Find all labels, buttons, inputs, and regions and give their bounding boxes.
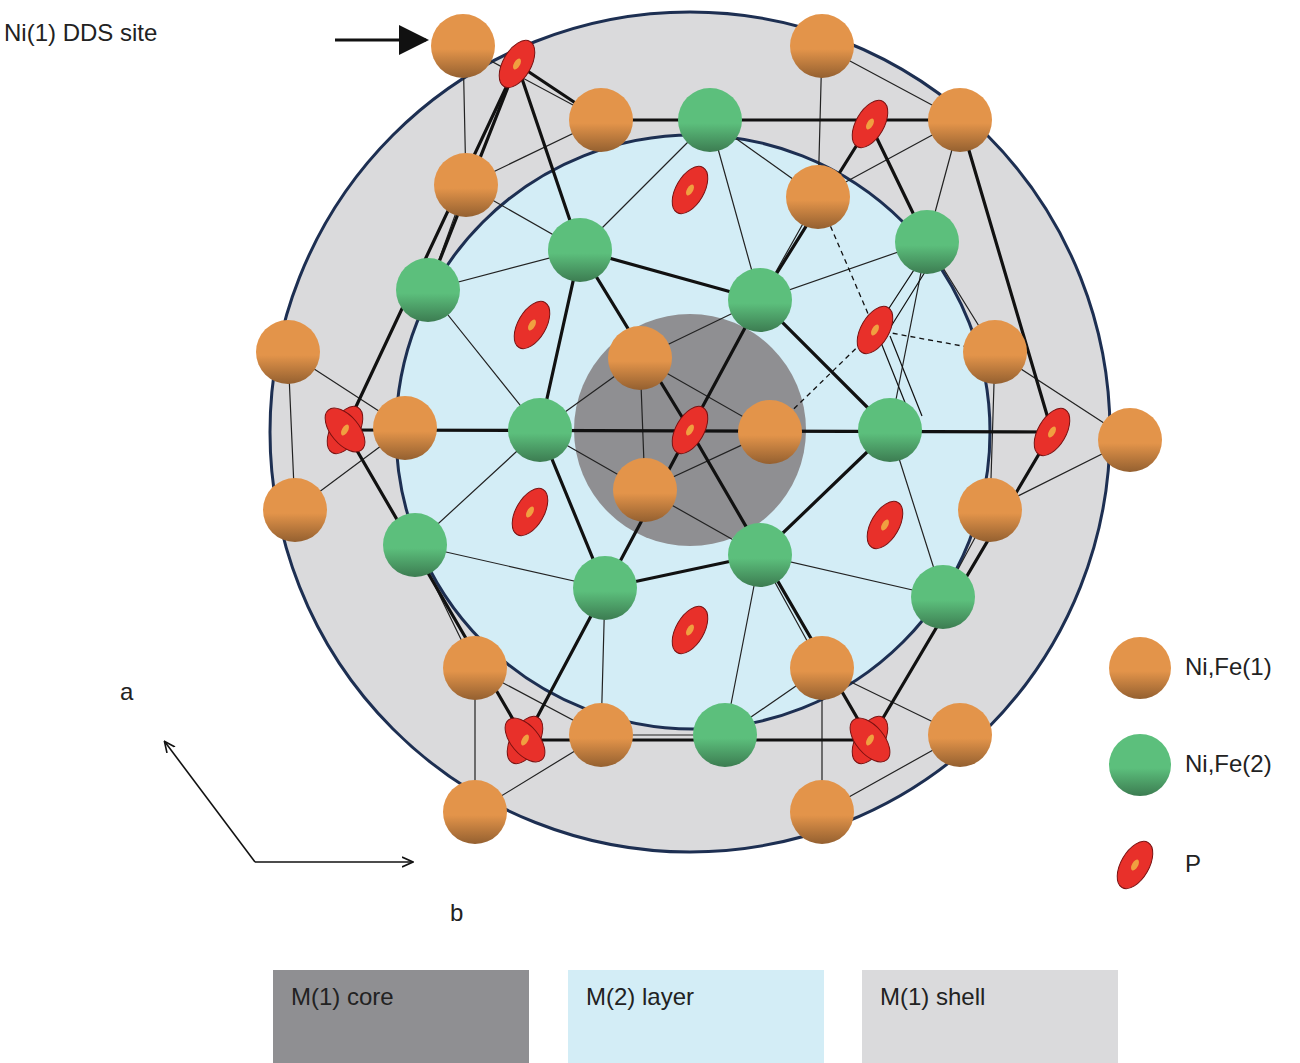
legend-swatch: [1110, 835, 1160, 894]
p-atom: [498, 710, 553, 769]
ni-fe-1-atom: [928, 88, 992, 152]
ni-fe-1-atom: [431, 14, 495, 78]
pointer-label: Ni(1) DDS site: [4, 20, 157, 46]
legend-text: Ni,Fe(1): [1185, 654, 1272, 680]
legend-text: M(1) shell: [880, 984, 1136, 1010]
legend-swatch: M(1) core: [273, 970, 529, 1063]
p-atom: [1027, 402, 1077, 461]
p-atom: [665, 400, 715, 459]
ni-fe-1-atom: [1098, 408, 1162, 472]
ni-fe-1-atom: [608, 326, 672, 390]
p-atom: [850, 300, 900, 359]
legend-text: M(2) layer: [586, 984, 842, 1010]
ni-fe-2-atom: [858, 398, 922, 462]
ni-fe-1-atom: [569, 703, 633, 767]
ni-fe-2-atom: [548, 218, 612, 282]
p-atom: [492, 34, 542, 93]
legend-swatch: M(1) shell: [862, 970, 1118, 1063]
legend-text: Ni,Fe(2): [1185, 751, 1272, 777]
ni-fe-2-atom: [396, 258, 460, 322]
ni-fe-2-atom: [678, 88, 742, 152]
p-atom: [507, 295, 557, 354]
legend-symbols: [1109, 637, 1171, 895]
p-atom: [665, 160, 715, 219]
ni-fe-2-atom: [728, 268, 792, 332]
ni-fe-1-atom: [443, 780, 507, 844]
ni-fe-2-atom: [573, 556, 637, 620]
p-atom: [665, 600, 715, 659]
axis-label: b: [450, 900, 463, 926]
ni-fe-1-atom: [958, 478, 1022, 542]
legend-swatch: [1109, 637, 1171, 699]
axis-label: a: [120, 679, 133, 705]
ni-fe-2-atom: [693, 703, 757, 767]
p-atom: [318, 400, 373, 459]
ni-fe-2-atom: [895, 210, 959, 274]
ni-fe-2-atom: [383, 513, 447, 577]
ni-fe-1-atom: [443, 636, 507, 700]
unit-cell-lines: [345, 64, 1052, 740]
ni-fe-1-atom: [786, 165, 850, 229]
ni-fe-1-atom: [263, 478, 327, 542]
p-atom: [860, 495, 910, 554]
ni-fe-1-atom: [256, 320, 320, 384]
ni-fe-1-atom: [928, 703, 992, 767]
ni-fe-1-atom: [963, 320, 1027, 384]
ni-fe-2-atom: [911, 565, 975, 629]
ni-fe-1-atom: [790, 780, 854, 844]
legend-swatch: M(2) layer: [568, 970, 824, 1063]
p-atom: [845, 94, 895, 153]
legend-swatch: [1109, 734, 1171, 796]
ni-fe-1-atom: [434, 153, 498, 217]
ni-fe-1-atom: [373, 396, 437, 460]
axis-a: [165, 742, 255, 862]
atoms: [256, 14, 1162, 844]
shell-region: [270, 12, 1110, 852]
ni-fe-2-atom: [728, 523, 792, 587]
layer-region: [396, 135, 990, 729]
ni-fe-1-atom: [790, 636, 854, 700]
ni-fe-1-atom: [613, 458, 677, 522]
ni-fe-1-atom: [569, 88, 633, 152]
dashed-bonds: [770, 197, 995, 432]
p-atom: [505, 482, 555, 541]
legend-text: P: [1185, 851, 1201, 877]
ni-fe-1-atom: [790, 14, 854, 78]
axis-b: [255, 861, 412, 863]
pointer-arrow: [335, 39, 426, 42]
ni-fe-2-atom: [508, 398, 572, 462]
bond-lines: [288, 46, 1130, 812]
legend-text: M(1) core: [291, 984, 547, 1010]
swatch-highlight: [1129, 858, 1140, 871]
p-atom: [843, 710, 898, 769]
ni-fe-1-atom: [738, 400, 802, 464]
